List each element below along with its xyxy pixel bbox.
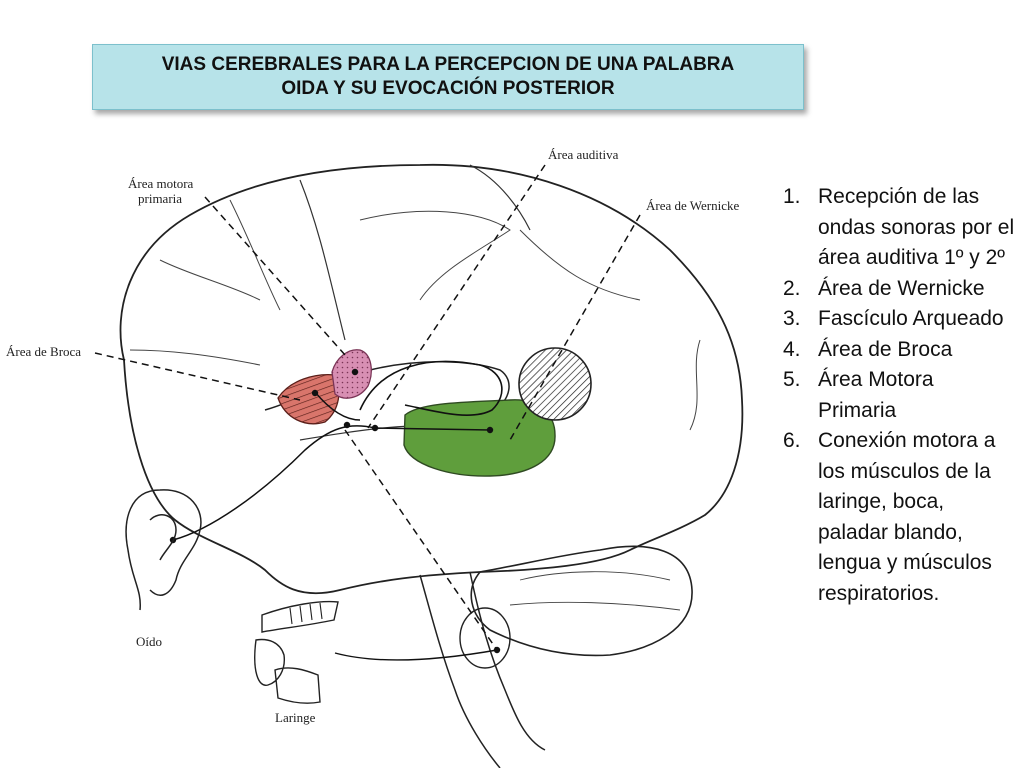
motor-area bbox=[331, 349, 372, 399]
auditory-label-line bbox=[367, 164, 546, 429]
upper-gyrus bbox=[359, 210, 511, 301]
steps-list: 1. Recepción de las ondas sonoras por el … bbox=[780, 182, 1016, 609]
brainstem-dot bbox=[493, 646, 501, 654]
motor-dot bbox=[351, 368, 359, 376]
step-text: Área Motora Primaria bbox=[818, 368, 934, 422]
wernicke-area-label: Área de Wernicke bbox=[646, 198, 740, 213]
wernicke-area bbox=[403, 399, 556, 477]
step-number: 2. bbox=[783, 276, 801, 300]
wernicke-label-line bbox=[509, 214, 641, 441]
motor-area-label: Área motora primaria bbox=[128, 176, 193, 206]
larynx-label: Laringe bbox=[275, 710, 316, 725]
step-item: 6. Conexión motora a los músculos de la l… bbox=[780, 426, 1016, 609]
step-number: 5. bbox=[783, 368, 801, 391]
ear-pathway bbox=[172, 425, 491, 541]
step-text: Área de Wernicke bbox=[818, 276, 985, 300]
step-item: 4. Área de Broca bbox=[780, 335, 1016, 366]
step-item: 2. Área de Wernicke bbox=[780, 274, 1016, 305]
parietal-sulcus bbox=[469, 164, 531, 231]
cerebellum-fold-b bbox=[509, 601, 681, 611]
occipital-sulcus bbox=[689, 339, 701, 431]
larynx-pathway bbox=[334, 649, 498, 661]
parietal-sulcus-b bbox=[519, 229, 641, 301]
arcuate-fasciculus bbox=[359, 360, 503, 416]
descending-motor-line bbox=[344, 429, 498, 651]
auditory-area-label: Área auditiva bbox=[548, 147, 619, 162]
step-text: Área de Broca bbox=[818, 337, 953, 361]
frontal-sulcus-b bbox=[159, 259, 261, 301]
ear-illustration bbox=[125, 489, 202, 611]
brain-diagram: Área motora primaria Área auditiva Área … bbox=[0, 110, 780, 769]
step-item: 5. Área Motora Primaria bbox=[780, 365, 1016, 426]
step-number: 4. bbox=[783, 337, 801, 361]
step-item: 1. Recepción de las ondas sonoras por el … bbox=[780, 182, 1016, 274]
wernicke-dot bbox=[486, 426, 494, 434]
cerebellum bbox=[470, 545, 693, 657]
cerebellum-fold-a bbox=[519, 571, 671, 581]
frontal-sulcus-a bbox=[229, 199, 281, 311]
larynx-rings bbox=[289, 602, 323, 625]
broca-area-label: Área de Broca bbox=[6, 344, 82, 359]
motor-area-label-line-1: Área motora bbox=[128, 176, 194, 191]
junction-dot-b bbox=[371, 424, 379, 432]
medulla-knob bbox=[459, 607, 511, 669]
step-text: Fascículo Arqueado bbox=[818, 307, 1004, 330]
title-box: VIAS CEREBRALES PARA LA PERCEPCION DE UN… bbox=[92, 44, 804, 110]
step-number: 3. bbox=[783, 307, 801, 330]
step-item: 3. Fascículo Arqueado bbox=[780, 304, 1016, 335]
broca-to-motor-pathway bbox=[314, 391, 361, 421]
auditory-hatched-area bbox=[518, 347, 592, 421]
step-number: 6. bbox=[783, 429, 801, 452]
junction-dot-a bbox=[343, 421, 351, 429]
larynx-illustration bbox=[254, 600, 339, 704]
title-line-2: OIDA Y SU EVOCACIÓN POSTERIOR bbox=[281, 78, 615, 99]
ear-label: Oído bbox=[136, 634, 162, 649]
frontal-sulcus-c bbox=[129, 349, 261, 366]
step-text: Recepción de las ondas sonoras por el ár… bbox=[818, 185, 1015, 269]
brain-illustration bbox=[94, 163, 744, 769]
brain-outline bbox=[119, 163, 744, 595]
motor-label-line bbox=[204, 196, 346, 356]
broca-area bbox=[277, 374, 340, 425]
central-sulcus bbox=[299, 179, 346, 341]
step-text: Conexión motora a los músculos de la lar… bbox=[818, 429, 996, 605]
title-line-1: VIAS CEREBRALES PARA LA PERCEPCION DE UN… bbox=[161, 54, 735, 75]
motor-area-label-line-2: primaria bbox=[138, 191, 183, 206]
broca-dot bbox=[311, 389, 319, 397]
step-number: 1. bbox=[783, 185, 801, 208]
brainstem bbox=[419, 571, 546, 769]
